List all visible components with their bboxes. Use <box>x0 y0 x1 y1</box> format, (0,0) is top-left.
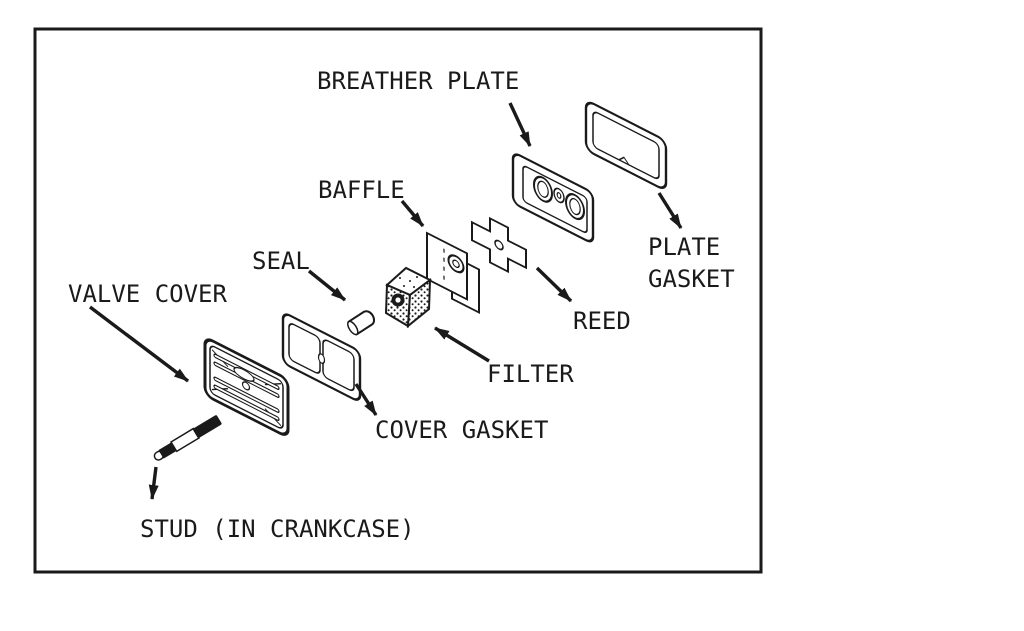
louver-slat <box>213 384 280 421</box>
arrow-to-cover-gasket <box>354 383 378 416</box>
label-baffle: BAFFLE <box>318 176 405 204</box>
arrow-to-valve-cover <box>88 305 190 383</box>
label-stud: STUD (IN CRANKCASE) <box>140 515 415 543</box>
gasket-notch <box>618 156 630 166</box>
seal-bore <box>346 320 359 336</box>
filter-part <box>384 266 432 329</box>
label-cover-gasket: COVER GASKET <box>375 416 548 444</box>
stud-part <box>153 415 222 461</box>
valve-cover-part <box>203 338 290 436</box>
port-hole-center <box>553 187 565 204</box>
vent-bump <box>233 366 255 382</box>
baffle-part <box>426 231 480 315</box>
breather-plate-part <box>511 153 595 243</box>
stud-thread-lower <box>158 441 178 459</box>
label-reed: REED <box>573 307 631 335</box>
label-seal: SEAL <box>252 247 310 275</box>
gasket-stud-hole <box>317 353 326 365</box>
label-filter: FILTER <box>487 360 574 388</box>
label-breather-plate: BREATHER PLATE <box>317 67 519 95</box>
baffle-plate <box>426 231 468 301</box>
label-valve-cover: VALVE COVER <box>68 280 227 308</box>
cover-gasket-part <box>281 313 362 401</box>
label-plate-gasket-line1: PLATE <box>648 233 720 261</box>
filter-right-face <box>406 277 432 329</box>
cover-stud-hole <box>241 381 251 391</box>
arrow-to-reed <box>535 266 573 303</box>
arrow-to-stud <box>148 466 159 500</box>
arrow-to-breather-plate <box>508 102 532 147</box>
reed-hole <box>494 239 504 251</box>
baffle-grommet <box>447 254 465 274</box>
seal-part <box>346 310 376 336</box>
plate-gasket-part <box>584 101 668 190</box>
label-plate-gasket-line2: GASKET <box>648 265 735 293</box>
reed-part <box>471 216 527 274</box>
arrow-to-filter <box>434 326 490 363</box>
stud-thread-upper <box>193 415 222 438</box>
arrow-to-seal <box>307 269 347 302</box>
arrow-to-baffle <box>400 199 425 228</box>
louver-slat <box>213 376 280 413</box>
arrow-to-plate-gasket <box>657 192 683 229</box>
